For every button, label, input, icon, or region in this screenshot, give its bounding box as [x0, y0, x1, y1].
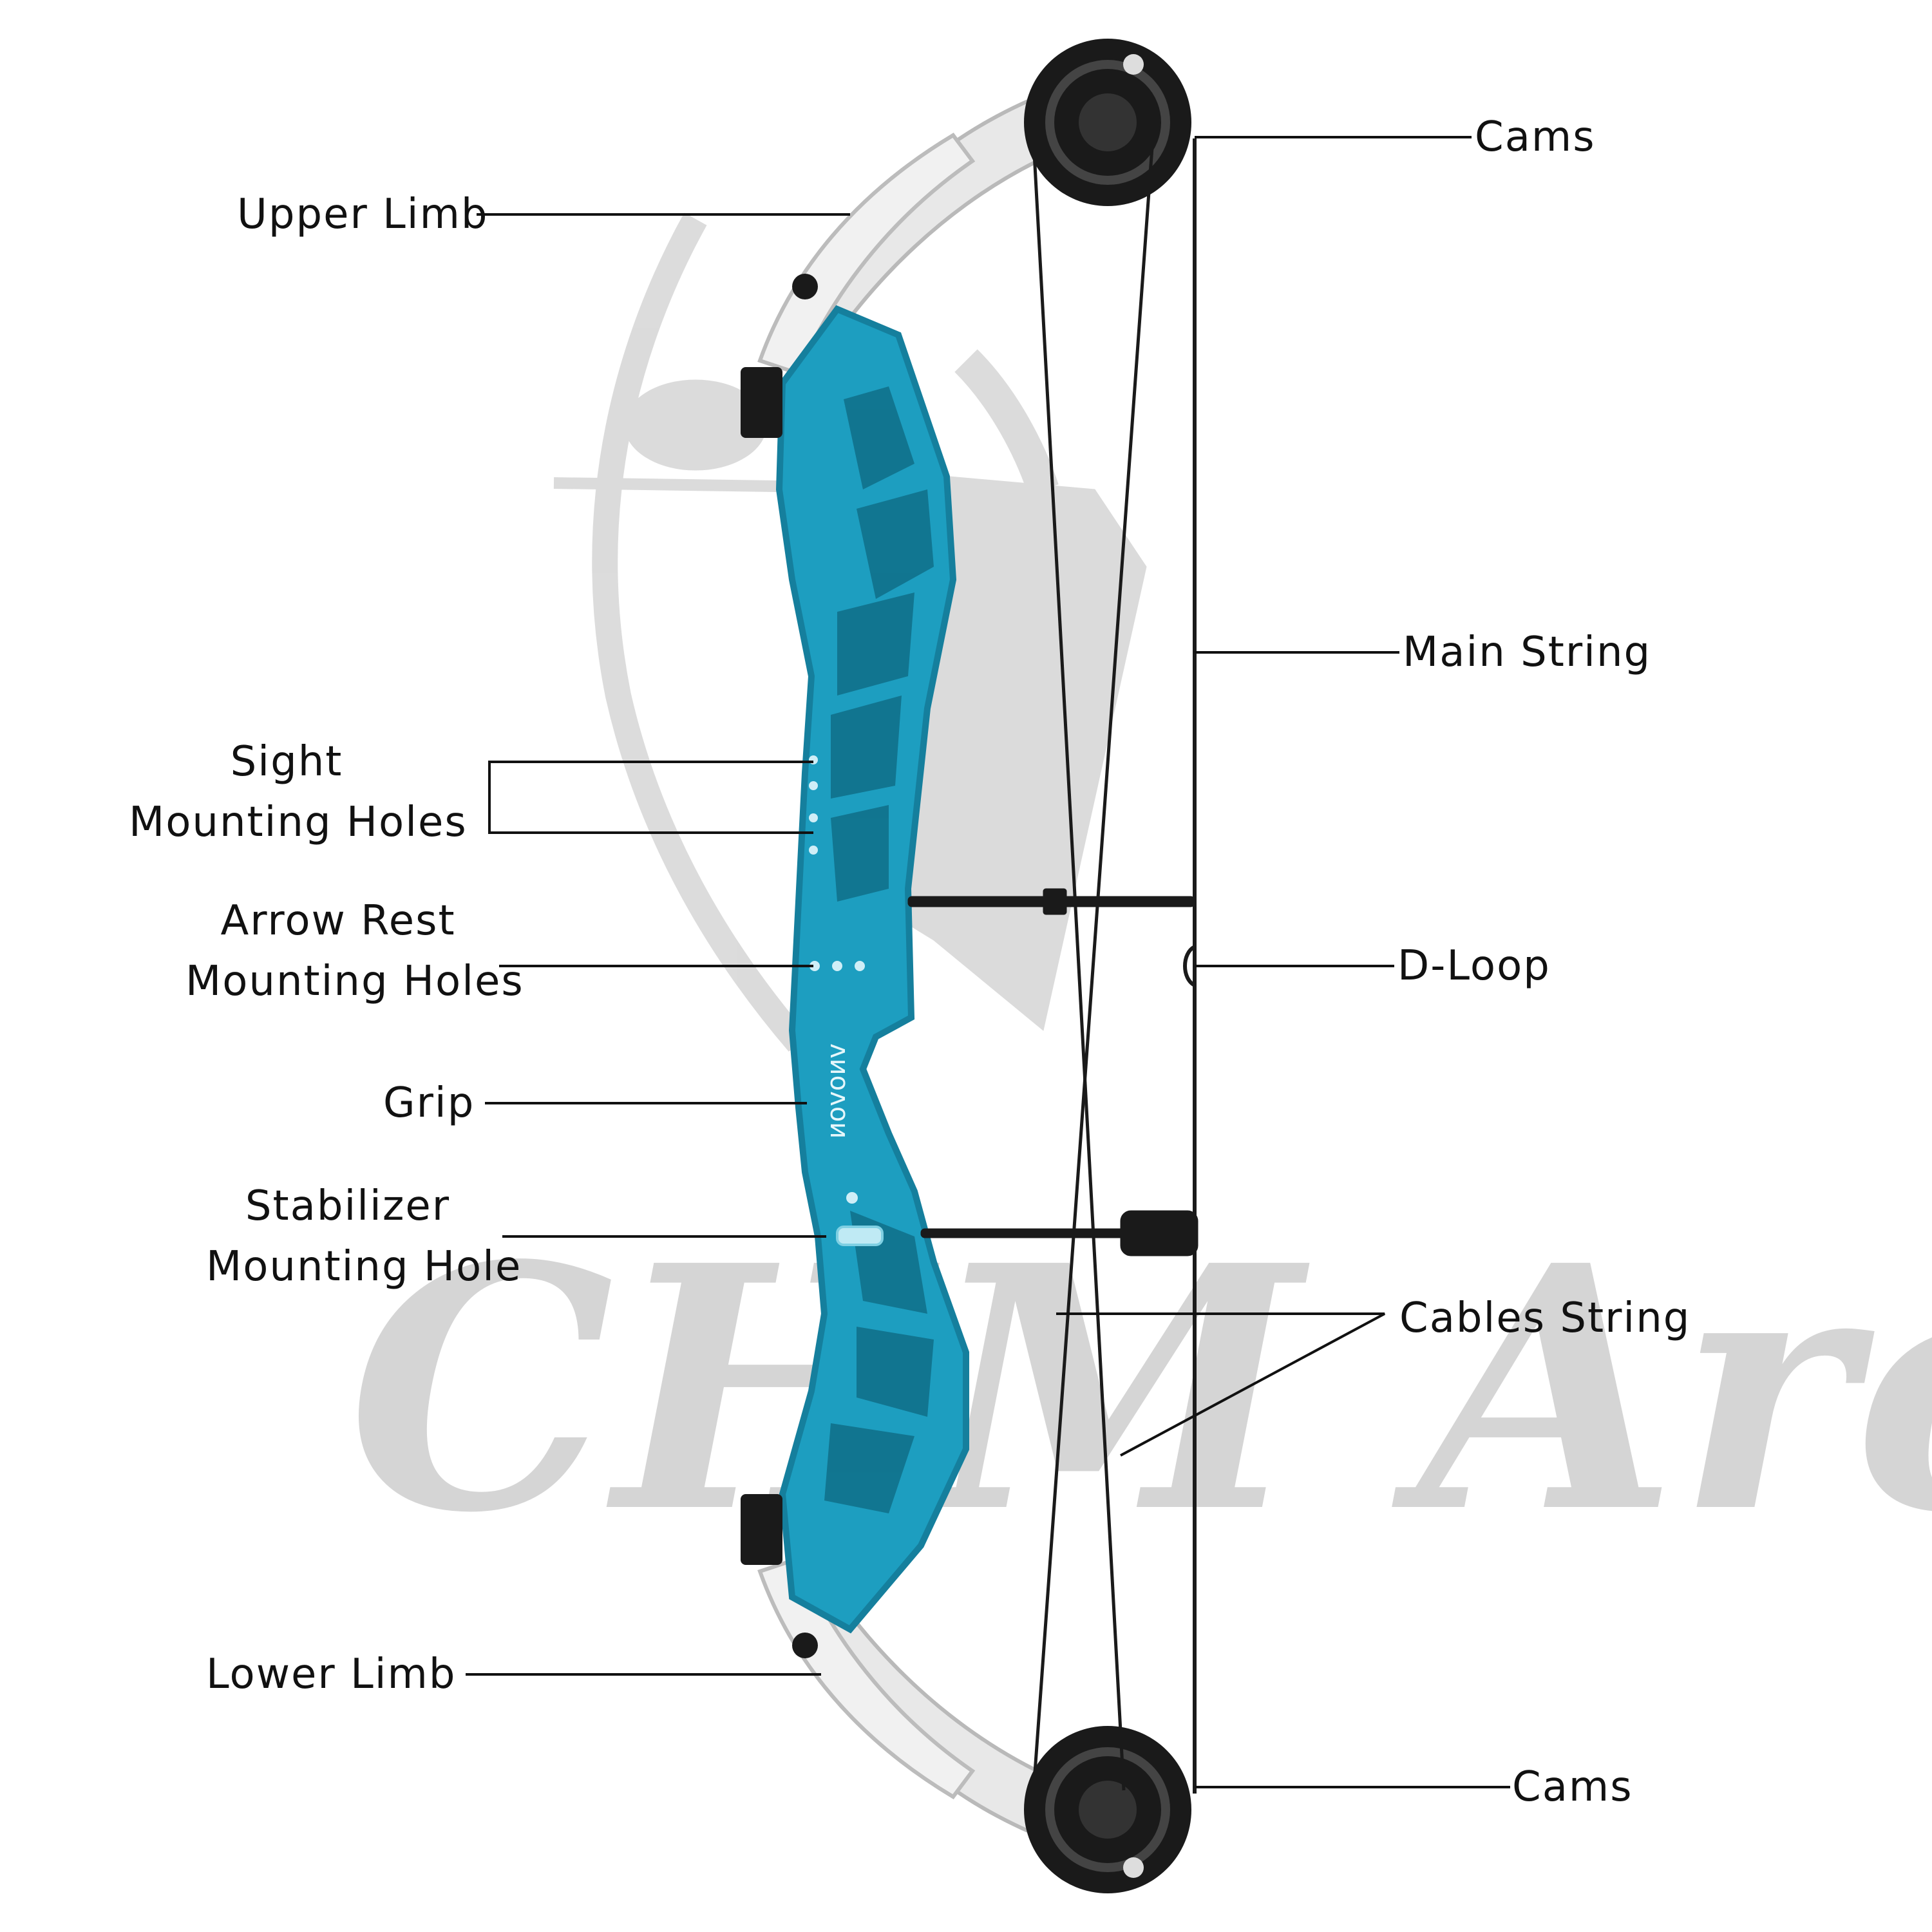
label-sight-line2: Mounting Holes	[129, 799, 468, 846]
riser-cutouts	[824, 386, 934, 1513]
label-cams-bottom: Cams	[1512, 1763, 1633, 1811]
label-cables-string: Cables String	[1399, 1294, 1691, 1342]
label-sight-line1: Sight	[230, 738, 343, 786]
riser: ᴧᴎᴏᴧᴏᴎ	[741, 274, 969, 1658]
stabilizer-bushing	[836, 1226, 884, 1246]
label-cams-top: Cams	[1475, 113, 1596, 161]
lower-limb-pocket	[741, 1494, 782, 1565]
label-d-loop: D-Loop	[1397, 942, 1551, 990]
leader-lines	[466, 136, 1510, 1788]
cable-2	[1032, 138, 1155, 1791]
watermark-text: CHM Archery	[348, 1193, 1932, 1586]
stabilizer-rod	[920, 1228, 1134, 1238]
leader-cables	[1056, 1312, 1385, 1457]
label-arrow-line2: Mounting Holes	[185, 958, 524, 1005]
riser-brand-mark: ᴧᴎᴏᴧᴏᴎ	[824, 1043, 854, 1139]
label-main-string: Main String	[1403, 629, 1652, 676]
label-grip: Grip	[383, 1079, 475, 1127]
d-loop	[1183, 945, 1196, 987]
stabilizer-damper	[1120, 1210, 1198, 1256]
label-stab-line2: Mounting Hole	[206, 1243, 522, 1291]
leader-sight	[488, 761, 813, 834]
label-arrow-line1: Arrow Rest	[220, 897, 456, 945]
top-cam	[1024, 39, 1191, 206]
upper-limb-pocket	[741, 367, 782, 438]
accessory-rods	[907, 888, 1198, 1256]
label-lower-limb: Lower Limb	[206, 1651, 457, 1698]
label-upper-limb: Upper Limb	[237, 191, 489, 238]
label-stab-line1: Stabilizer	[245, 1182, 451, 1230]
cable-1	[1032, 141, 1126, 1791]
bottom-cam	[1024, 1726, 1191, 1893]
mounting-holes	[809, 755, 865, 1204]
